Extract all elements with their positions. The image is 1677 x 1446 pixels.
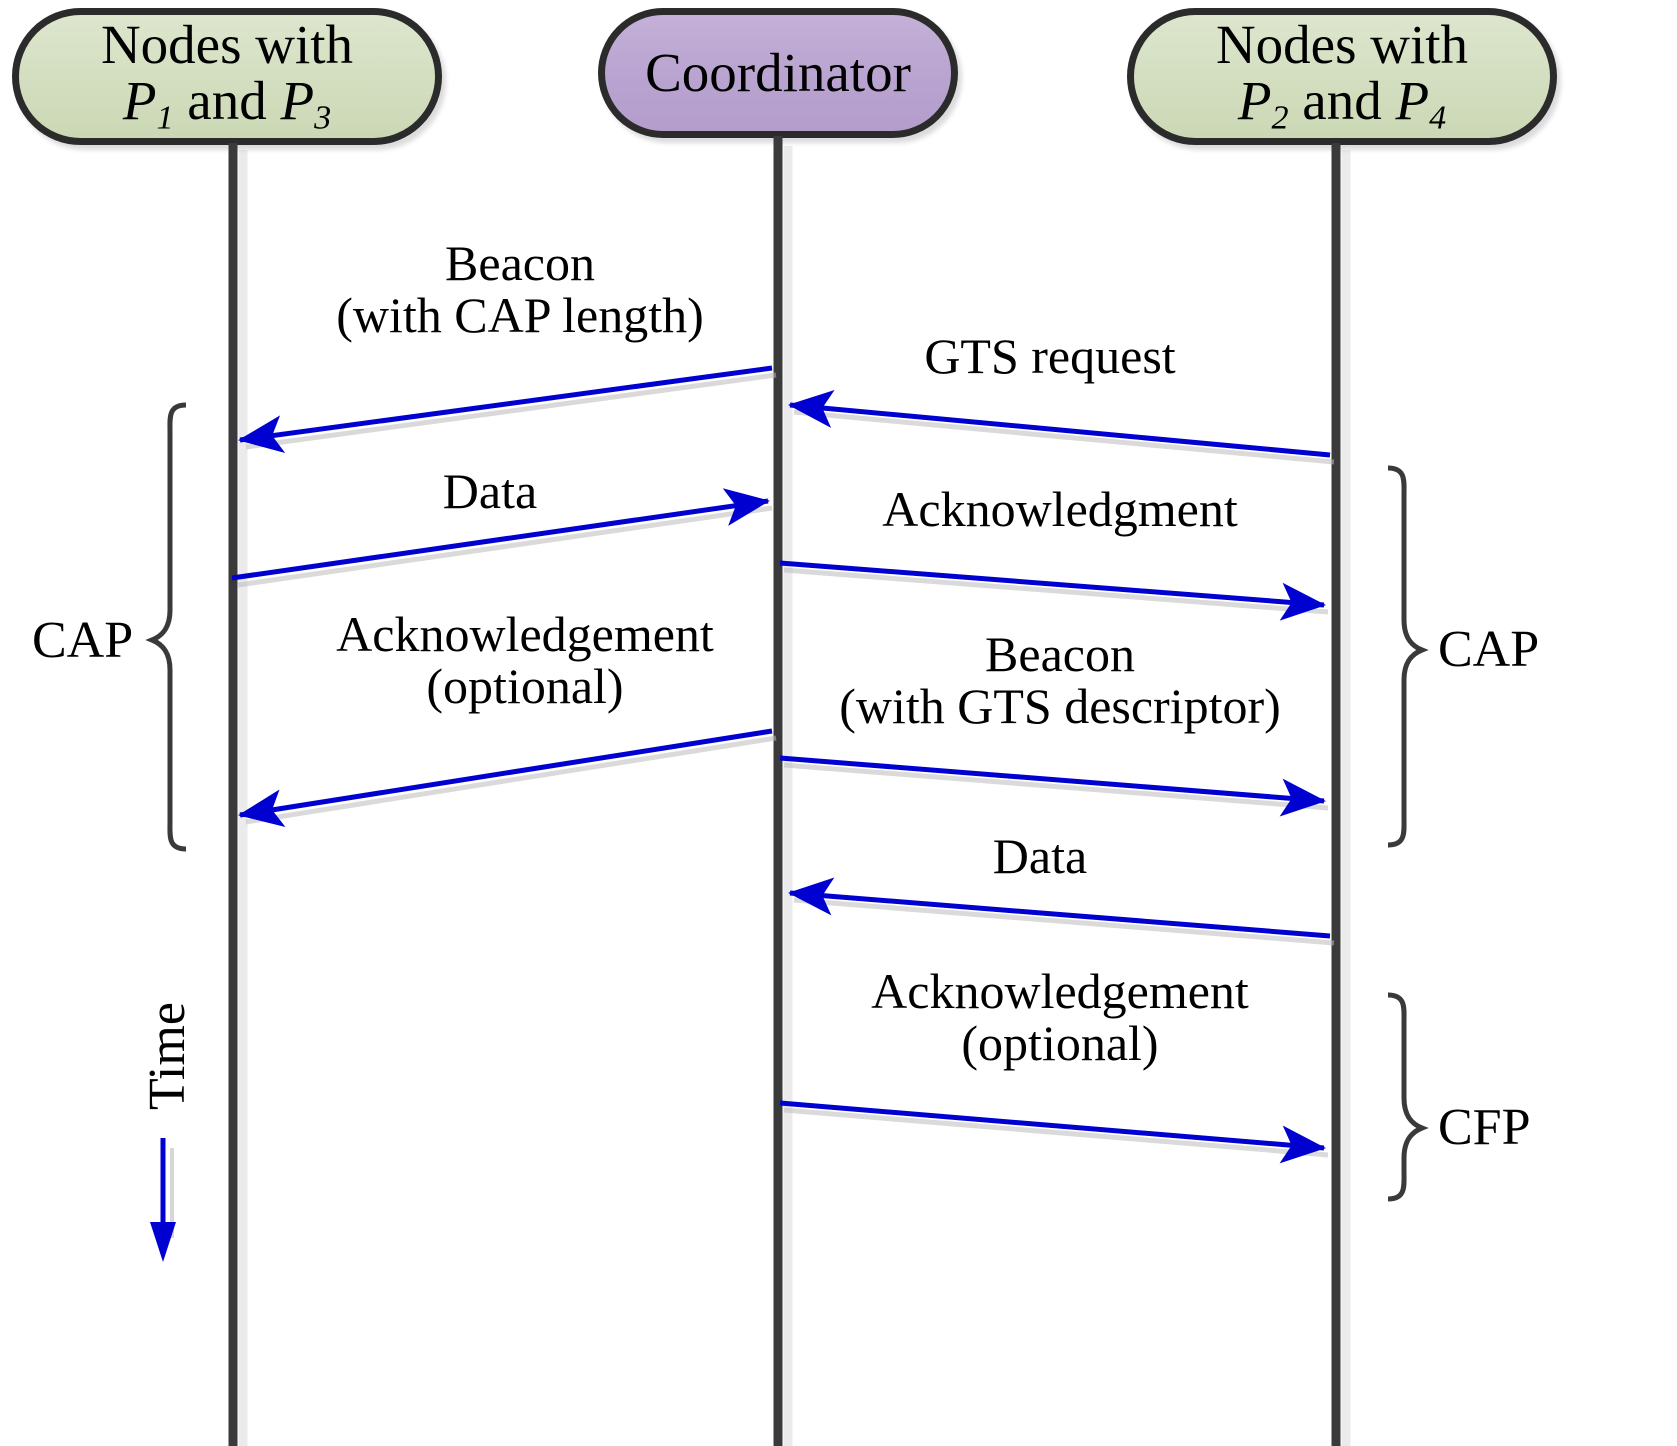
arrow-data-left (231, 488, 770, 581)
actor-label-line1: Nodes with (100, 13, 354, 75)
msg-label-data-left: Data (360, 465, 620, 517)
msg-line2: (with CAP length) (336, 287, 704, 343)
arrow-acknowledgement-optional-right (779, 1100, 1326, 1164)
actor-and-text: and (173, 69, 281, 131)
brace-cfp-right (1387, 992, 1429, 1202)
msg-label-beacon-cap-length: Beacon (with CAP length) (310, 237, 730, 341)
msg-label-acknowledgement-optional-left: Acknowledgement (optional) (280, 608, 770, 712)
arrow-shadows (237, 372, 1335, 1158)
actor-label-line1-right: Nodes with (1215, 13, 1469, 75)
period-label-cap-left: CAP (32, 612, 134, 669)
actor-p-subscript-r: 2 (1271, 99, 1289, 137)
msg-line2: (optional) (961, 1015, 1159, 1071)
actor-p-symbol-r: P (1237, 69, 1272, 131)
arrow-gts-request (788, 390, 1331, 458)
actor-box-nodes-p1-p3[interactable]: Nodes with P1 and P3 (12, 8, 442, 145)
msg-line1: Data (442, 463, 538, 519)
msg-line1: GTS request (924, 328, 1176, 384)
period-label-cfp-right: CFP (1438, 1099, 1531, 1156)
actor-and-text-r: and (1288, 69, 1396, 131)
arrow-beacon-gts-descriptor (779, 755, 1326, 817)
msg-label-acknowledgment-right: Acknowledgment (810, 483, 1310, 535)
msg-label-data-right: Data (880, 830, 1200, 882)
actor-label-line1-coordinator: Coordinator (645, 41, 911, 103)
msg-label-gts-request: GTS request (880, 330, 1220, 382)
msg-line1: Acknowledgement (871, 963, 1249, 1019)
msg-label-beacon-gts-descriptor: Beacon (with GTS descriptor) (810, 628, 1310, 732)
actor-label-line2-right: P2 and P4 (1237, 69, 1447, 137)
msg-line1: Beacon (445, 235, 595, 291)
msg-line1: Data (992, 828, 1088, 884)
arrow-data-right (788, 877, 1331, 939)
message-arrows (231, 365, 1331, 1164)
arrow-acknowledgment-right (779, 560, 1326, 621)
actor-label-line2: P1 and P3 (122, 69, 332, 137)
actor-box-coordinator[interactable]: Coordinator (598, 8, 958, 138)
msg-line1: Acknowledgment (882, 481, 1238, 537)
time-axis-label: Time (139, 1002, 196, 1110)
msg-line2: (optional) (426, 658, 624, 714)
msg-line2: (with GTS descriptor) (839, 678, 1281, 734)
actor-box-nodes-p2-p4[interactable]: Nodes with P2 and P4 (1127, 8, 1557, 145)
brace-cap-right (1387, 465, 1429, 848)
actor-p-symbol-r2: P (1395, 69, 1430, 131)
actor-p-symbol: P (122, 69, 157, 131)
period-label-cap-right: CAP (1438, 621, 1540, 678)
brace-cap-left (145, 402, 187, 852)
arrow-beacon-cap-length (238, 365, 773, 454)
actor-p-subscript: 1 (156, 99, 174, 137)
actor-p-subscript-r2: 4 (1429, 99, 1447, 137)
lifelines (228, 136, 1341, 1446)
msg-label-acknowledgement-optional-right: Acknowledgement (optional) (810, 965, 1310, 1069)
actor-p-subscript-2: 3 (314, 99, 332, 137)
msg-line1: Beacon (985, 626, 1135, 682)
arrow-acknowledgement-optional-left (238, 728, 773, 828)
time-axis-arrow (150, 1138, 176, 1262)
msg-line1: Acknowledgement (336, 606, 714, 662)
actor-p-symbol-2: P (280, 69, 315, 131)
